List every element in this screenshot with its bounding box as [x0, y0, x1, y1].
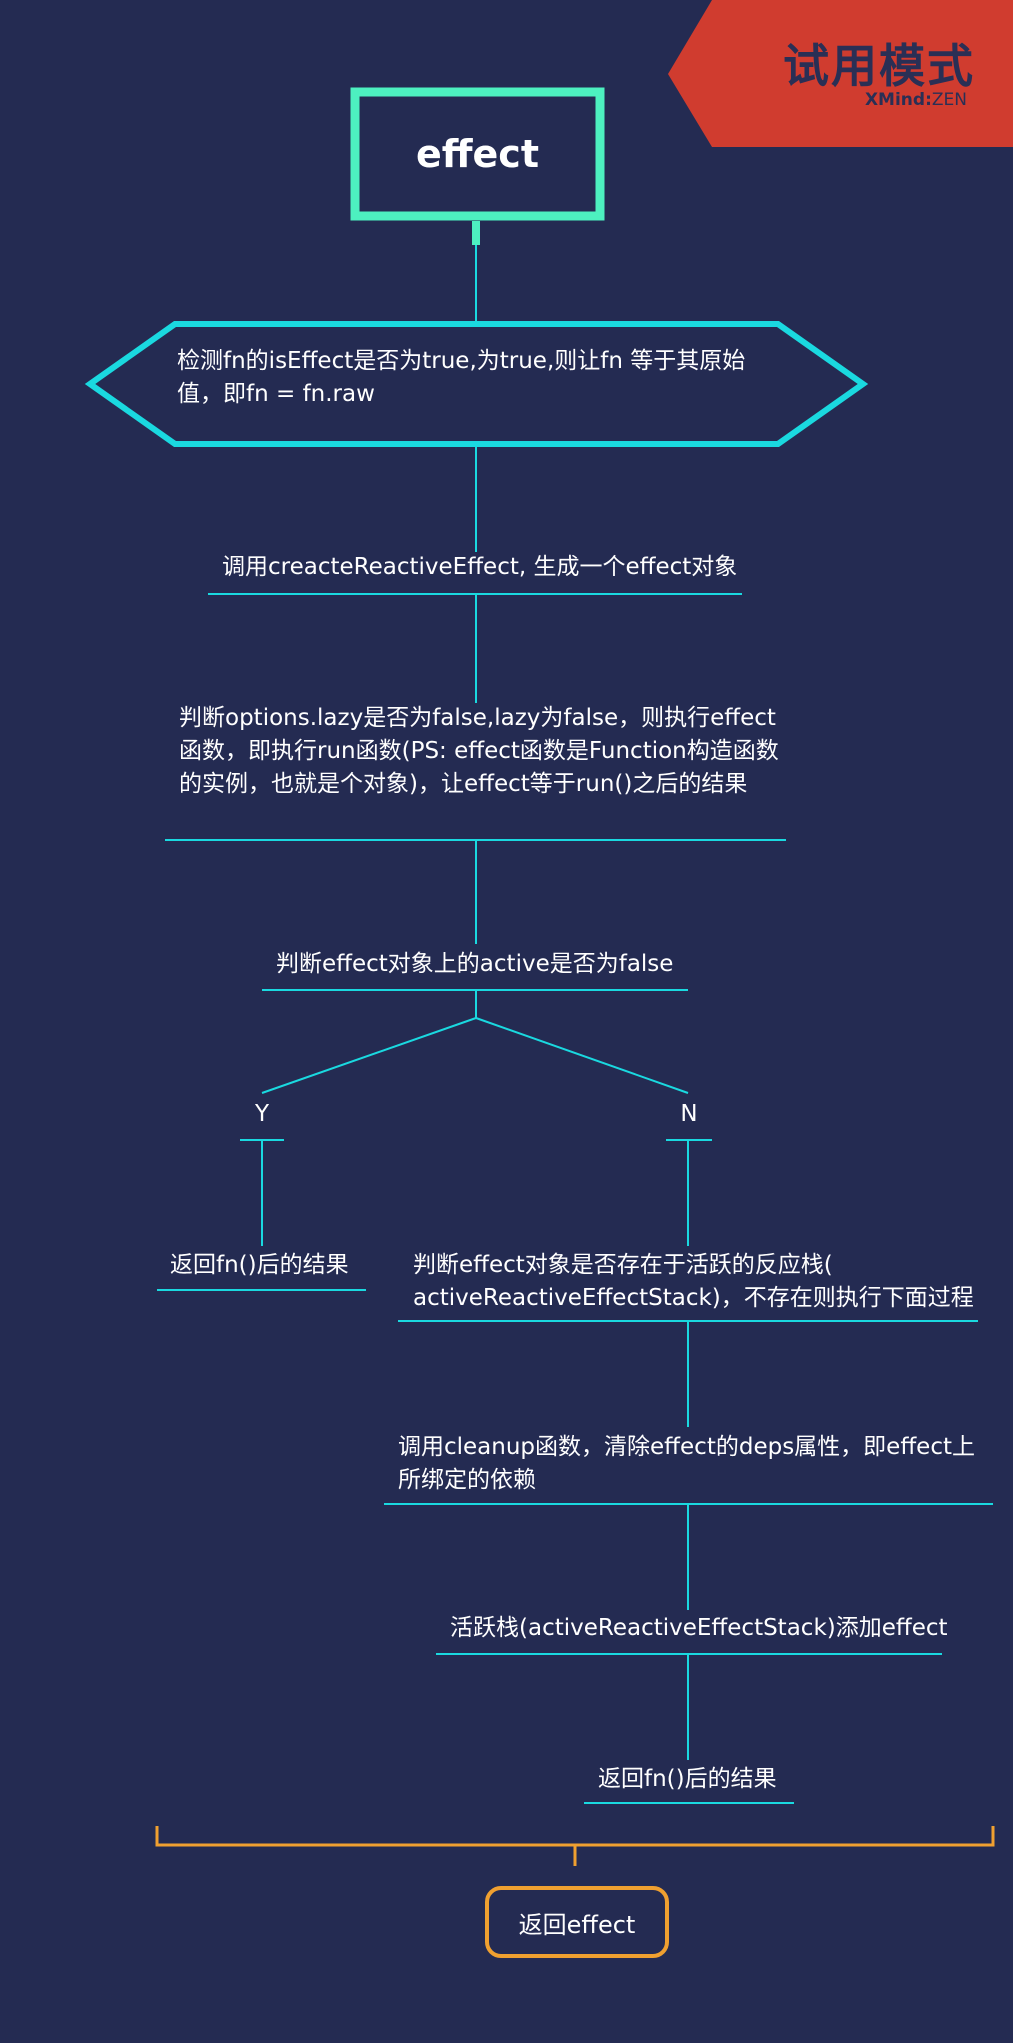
- check-active-label: 判断effect对象上的active是否为false: [276, 951, 674, 977]
- create-reactive-effect-label: 调用creacteReactiveEffect, 生成一个effect对象: [222, 554, 738, 580]
- branch-no-label: N: [680, 1101, 698, 1127]
- root-node-label: effect: [415, 132, 540, 176]
- root-node-box: [350, 87, 605, 221]
- push-stack-label: 活跃栈(activeReactiveEffectStack)添加effect: [450, 1615, 948, 1641]
- yes-result-label: 返回fn()后的结果: [170, 1252, 349, 1278]
- branch-line-no: [475, 1017, 689, 1094]
- final-result-box: [485, 1886, 669, 1958]
- cleanup-label: 调用cleanup函数，清除effect的deps属性，即effect上所绑定的…: [398, 1434, 975, 1493]
- check-lazy-label: 判断options.lazy是否为false,lazy为false，则执行eff…: [179, 705, 779, 797]
- trial-mode-title: 试用模式: [783, 39, 975, 93]
- xmind-brand-name: XMind: [864, 90, 926, 110]
- branch-line-yes: [261, 1017, 477, 1094]
- check-is-effect-label: 检测fn的isEffect是否为true,为true,则让fn 等于其原始值，即…: [177, 348, 746, 407]
- trial-watermark-banner: [668, 0, 1013, 147]
- zen-brand-suffix: ZEN: [931, 90, 967, 110]
- root-connector-stub: [472, 221, 480, 245]
- check-is-effect-hexagon: [84, 321, 869, 447]
- summary-bracket: [155, 1826, 995, 1847]
- check-stack-label: 判断effect对象是否存在于活跃的反应栈( activeReactiveEff…: [413, 1252, 974, 1311]
- branch-yes-label: Y: [254, 1101, 270, 1127]
- xmind-zen-brand: XMind:ZEN: [864, 90, 967, 110]
- no-result-label: 返回fn()后的结果: [598, 1766, 777, 1792]
- final-result-label: 返回effect: [518, 1910, 636, 1939]
